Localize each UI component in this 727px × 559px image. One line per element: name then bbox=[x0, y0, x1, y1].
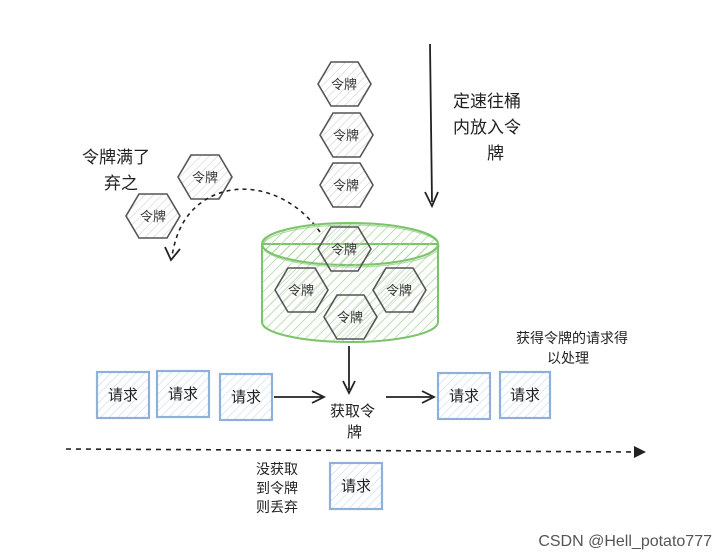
request-label: 请求 bbox=[510, 386, 540, 404]
token-falling-1: 令牌 bbox=[317, 61, 372, 107]
constant-rate-label: 定速往桶 内放入令 牌 bbox=[453, 92, 521, 164]
token-label: 令牌 bbox=[386, 283, 412, 299]
get-token-label: 获取令 牌 bbox=[330, 402, 375, 441]
request-box-in-2: 请求 bbox=[155, 369, 211, 419]
token-falling-3: 令牌 bbox=[319, 162, 374, 208]
request-label: 请求 bbox=[108, 386, 138, 404]
token-in-bucket-1: 令牌 bbox=[317, 226, 372, 272]
request-label: 请求 bbox=[449, 387, 479, 405]
bucket-down-arrow bbox=[342, 346, 356, 396]
token-label: 令牌 bbox=[331, 242, 357, 258]
token-label: 令牌 bbox=[140, 209, 166, 225]
request-label: 请求 bbox=[231, 388, 261, 406]
request-box-in-3: 请求 bbox=[218, 372, 274, 422]
full-discard-label: 令牌满了 弃之 bbox=[82, 148, 150, 194]
request-label: 请求 bbox=[168, 385, 198, 403]
overflow-arrow bbox=[164, 188, 321, 262]
token-input-arrow bbox=[424, 43, 439, 209]
full-discard-label-line2: 弃之 bbox=[104, 174, 138, 194]
token-falling-2: 令牌 bbox=[319, 112, 374, 158]
request-to-bucket-arrow bbox=[274, 390, 327, 404]
constant-rate-label-line2: 内放入令 bbox=[453, 118, 521, 138]
token-discarded-1: 令牌 bbox=[177, 154, 233, 200]
token-label: 令牌 bbox=[331, 77, 357, 93]
token-in-bucket-2: 令牌 bbox=[274, 267, 329, 313]
full-discard-label-line1: 令牌满了 bbox=[82, 148, 150, 168]
token-in-bucket-3: 令牌 bbox=[372, 267, 427, 313]
processed-label-line1: 获得令牌的请求得 bbox=[516, 330, 628, 347]
request-box-dropped: 请求 bbox=[328, 461, 384, 511]
request-box-processed-1: 请求 bbox=[436, 371, 492, 421]
bucket-to-processed-arrow bbox=[386, 390, 437, 404]
no-token-label: 没获取 到令牌 则丢弃 bbox=[256, 462, 298, 516]
token-label: 令牌 bbox=[333, 178, 359, 194]
request-label: 请求 bbox=[341, 477, 371, 495]
token-in-bucket-4: 令牌 bbox=[323, 294, 378, 340]
constant-rate-label-line1: 定速往桶 bbox=[453, 92, 521, 112]
processed-label-line2: 以处理 bbox=[547, 351, 589, 367]
no-token-label-line3: 则丢弃 bbox=[256, 500, 298, 516]
timeline-arrow bbox=[65, 446, 646, 458]
processed-label: 获得令牌的请求得 以处理 bbox=[516, 330, 628, 367]
request-box-processed-2: 请求 bbox=[498, 370, 552, 420]
get-token-label-line1: 获取令 bbox=[330, 402, 375, 420]
constant-rate-label-line3: 牌 bbox=[487, 144, 504, 164]
token-discarded-2: 令牌 bbox=[125, 193, 181, 239]
no-token-label-line1: 没获取 bbox=[256, 462, 298, 478]
token-label: 令牌 bbox=[333, 128, 359, 144]
watermark-text: CSDN @Hell_potato777 bbox=[538, 533, 712, 550]
token-label: 令牌 bbox=[288, 283, 314, 299]
no-token-label-line2: 到令牌 bbox=[256, 480, 298, 497]
get-token-label-line2: 牌 bbox=[347, 423, 362, 441]
token-label: 令牌 bbox=[337, 310, 363, 326]
request-box-in-1: 请求 bbox=[95, 370, 151, 420]
token-label: 令牌 bbox=[192, 170, 218, 186]
